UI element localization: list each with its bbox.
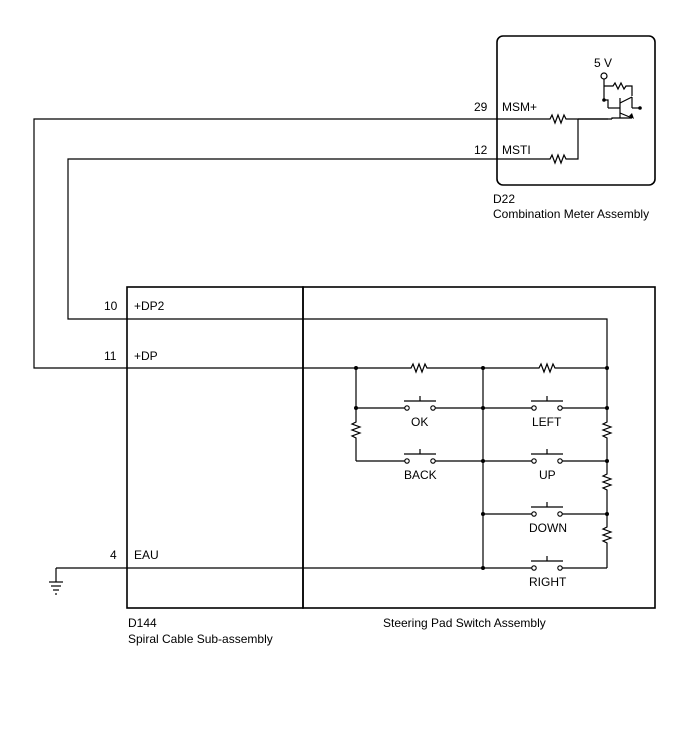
switch-ok-icon <box>404 396 436 411</box>
switch-down-icon <box>531 502 563 517</box>
msm-resistor-icon <box>548 113 568 125</box>
switch-down-label: DOWN <box>529 521 567 535</box>
switch-back-label: BACK <box>404 468 437 482</box>
resistor-top-left-icon <box>408 362 536 374</box>
switch-ok-label: OK <box>411 415 428 429</box>
switch-back-icon <box>404 449 436 464</box>
transistor-icon <box>602 96 642 119</box>
meter-assembly-name: Combination Meter Assembly <box>493 207 649 221</box>
pin-msti-number: 12 <box>474 143 488 157</box>
switch-left-icon <box>531 396 563 411</box>
resistor-left-icon <box>350 420 362 461</box>
meter-wire-msm-internal <box>568 118 608 160</box>
switch-up-label: UP <box>539 468 556 482</box>
combination-meter-box <box>496 35 656 186</box>
ground-icon <box>49 568 63 595</box>
switch-right-label: RIGHT <box>529 575 567 589</box>
msti-resistor-icon <box>548 153 568 165</box>
pin-dp-number: 11 <box>104 349 117 363</box>
steering-pad-switch-box <box>302 286 656 609</box>
voltage-terminal-icon <box>600 72 608 80</box>
meter-internal-wiring <box>603 79 633 100</box>
switch-up-icon <box>531 449 563 464</box>
pin-msti-label: MSTI <box>502 143 531 157</box>
pin-dp2-label: +DP2 <box>134 299 165 313</box>
resistor-right-2-icon <box>601 461 613 514</box>
switch-right-icon <box>531 556 563 571</box>
resistor-top-right-icon <box>536 362 607 374</box>
spiral-connector-code: D144 <box>128 616 157 630</box>
steering-pad-assembly-name: Steering Pad Switch Assembly <box>383 616 546 630</box>
wire-msm-to-dp <box>33 118 548 369</box>
meter-connector-code: D22 <box>493 192 515 206</box>
junction-dots <box>354 366 609 570</box>
resistor-right-3-icon <box>601 514 613 568</box>
resistor-right-1-icon <box>601 368 613 461</box>
pin-msm-label: MSM+ <box>502 100 537 114</box>
pin-dp-label: +DP <box>134 349 158 363</box>
pin-eau-number: 4 <box>110 548 117 562</box>
pin-msm-number: 29 <box>474 100 488 114</box>
voltage-label: 5 V <box>594 56 612 70</box>
wire-msti-to-dp2 <box>67 158 548 320</box>
wire-dp2-through <box>128 318 608 368</box>
switch-left-label: LEFT <box>532 415 562 429</box>
spiral-assembly-name: Spiral Cable Sub-assembly <box>128 632 273 646</box>
pin-dp2-number: 10 <box>104 299 118 313</box>
pin-eau-label: EAU <box>134 548 159 562</box>
